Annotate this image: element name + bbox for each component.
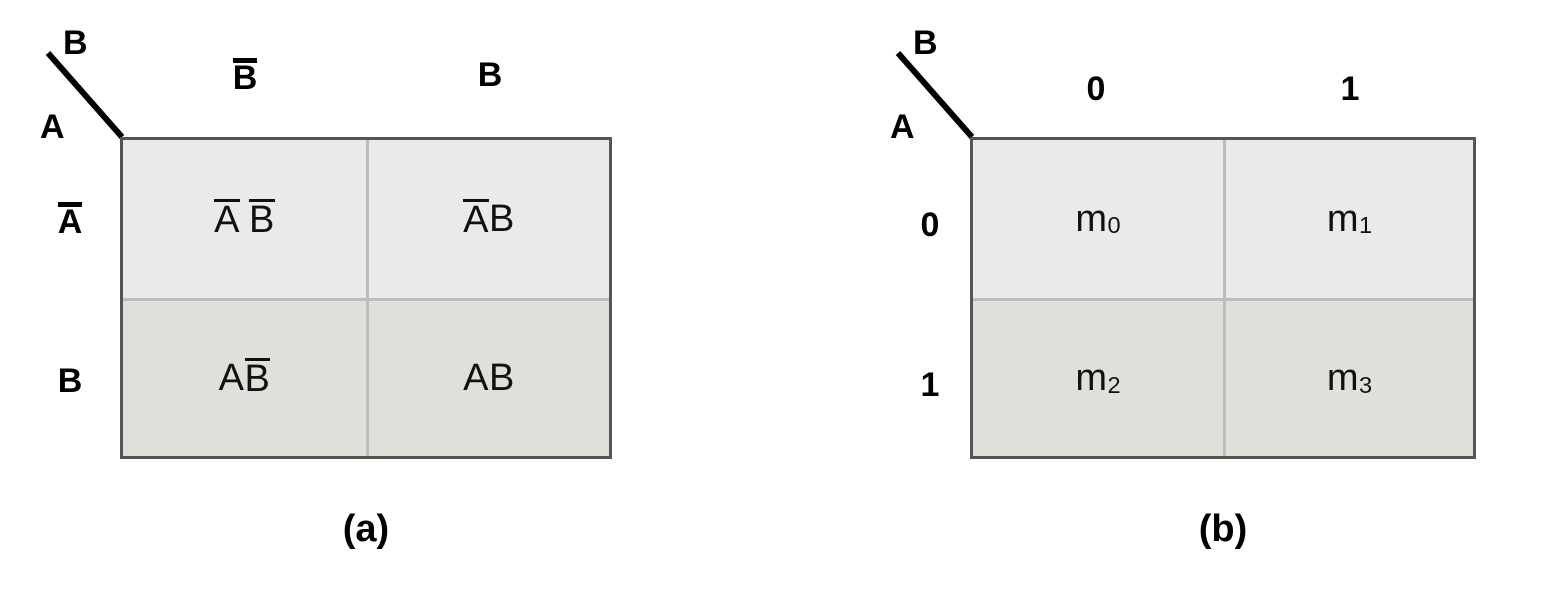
kmap-b-col-header-1: 1 [1285,70,1415,109]
kmap-b-caption: (b) [1198,508,1248,550]
kmap-a-cell-1-0-term-a: A [218,357,245,399]
kmap-b-col-header-0: 0 [1031,70,1161,109]
kmap-b-cell-0-1-symbol: m [1326,197,1360,240]
kmap-b-cell-1-1-symbol: m [1326,357,1360,399]
kmap-b-row-header-0-text: 0 [920,206,940,244]
kmap-a-cell-1-0-term-b: B [244,358,271,400]
kmap-a-cell-0-1-term-b: B [489,197,515,240]
kmap-b-cell-1-1-subscript: 3 [1359,371,1373,398]
kmap-b-cell-0-0-subscript: 0 [1107,212,1121,239]
kmap-b-row-header-1-text: 1 [920,366,940,404]
kmap-a-cell-0-1-term-a: A [463,198,489,241]
kmap-b-row-header-0: 0 [900,206,960,245]
kmap-a-corner-var-a: A [40,108,65,146]
kmap-b-cell-0-0-symbol: m [1075,197,1108,240]
kmap-a-row-header-1-text: B [57,362,83,400]
kmap-a-col-header-0: B [180,56,310,98]
kmap-a-caption: (a) [342,508,390,550]
kmap-a-col-header-0-text: B [232,56,257,98]
kmap-a-col-header-1-text: B [477,56,503,94]
kmap-b-corner-var-a: A [890,108,915,146]
kmap-a-corner-var-b: B [63,24,88,62]
kmap-a-cell-1-1-term-a: A [463,357,489,399]
kmap-a-row-header-0-text: A [57,200,82,242]
kmap-a-cell-1-1-term-b: B [489,357,515,399]
kmap-b-corner-var-b: B [913,24,938,62]
kmap-a-cell-0-0-term-b: B [249,198,275,241]
kmap-b-col-header-1-text: 1 [1340,70,1360,108]
kmap-b-cell-1-0-subscript: 2 [1107,371,1121,398]
kmap-a-col-header-1: B [425,56,555,95]
kmap-a-cell-0-0-term-a: A [214,198,240,241]
kmap-a-row-header-0: A [40,200,100,242]
kmap-b-cell-1-0-symbol: m [1075,357,1108,399]
kmap-b-col-header-0-text: 0 [1086,70,1106,108]
kmap-a-row-header-1: B [40,362,100,401]
kmap-b-cell-0-1-subscript: 1 [1359,212,1373,239]
kmap-b-row-header-1: 1 [900,366,960,405]
